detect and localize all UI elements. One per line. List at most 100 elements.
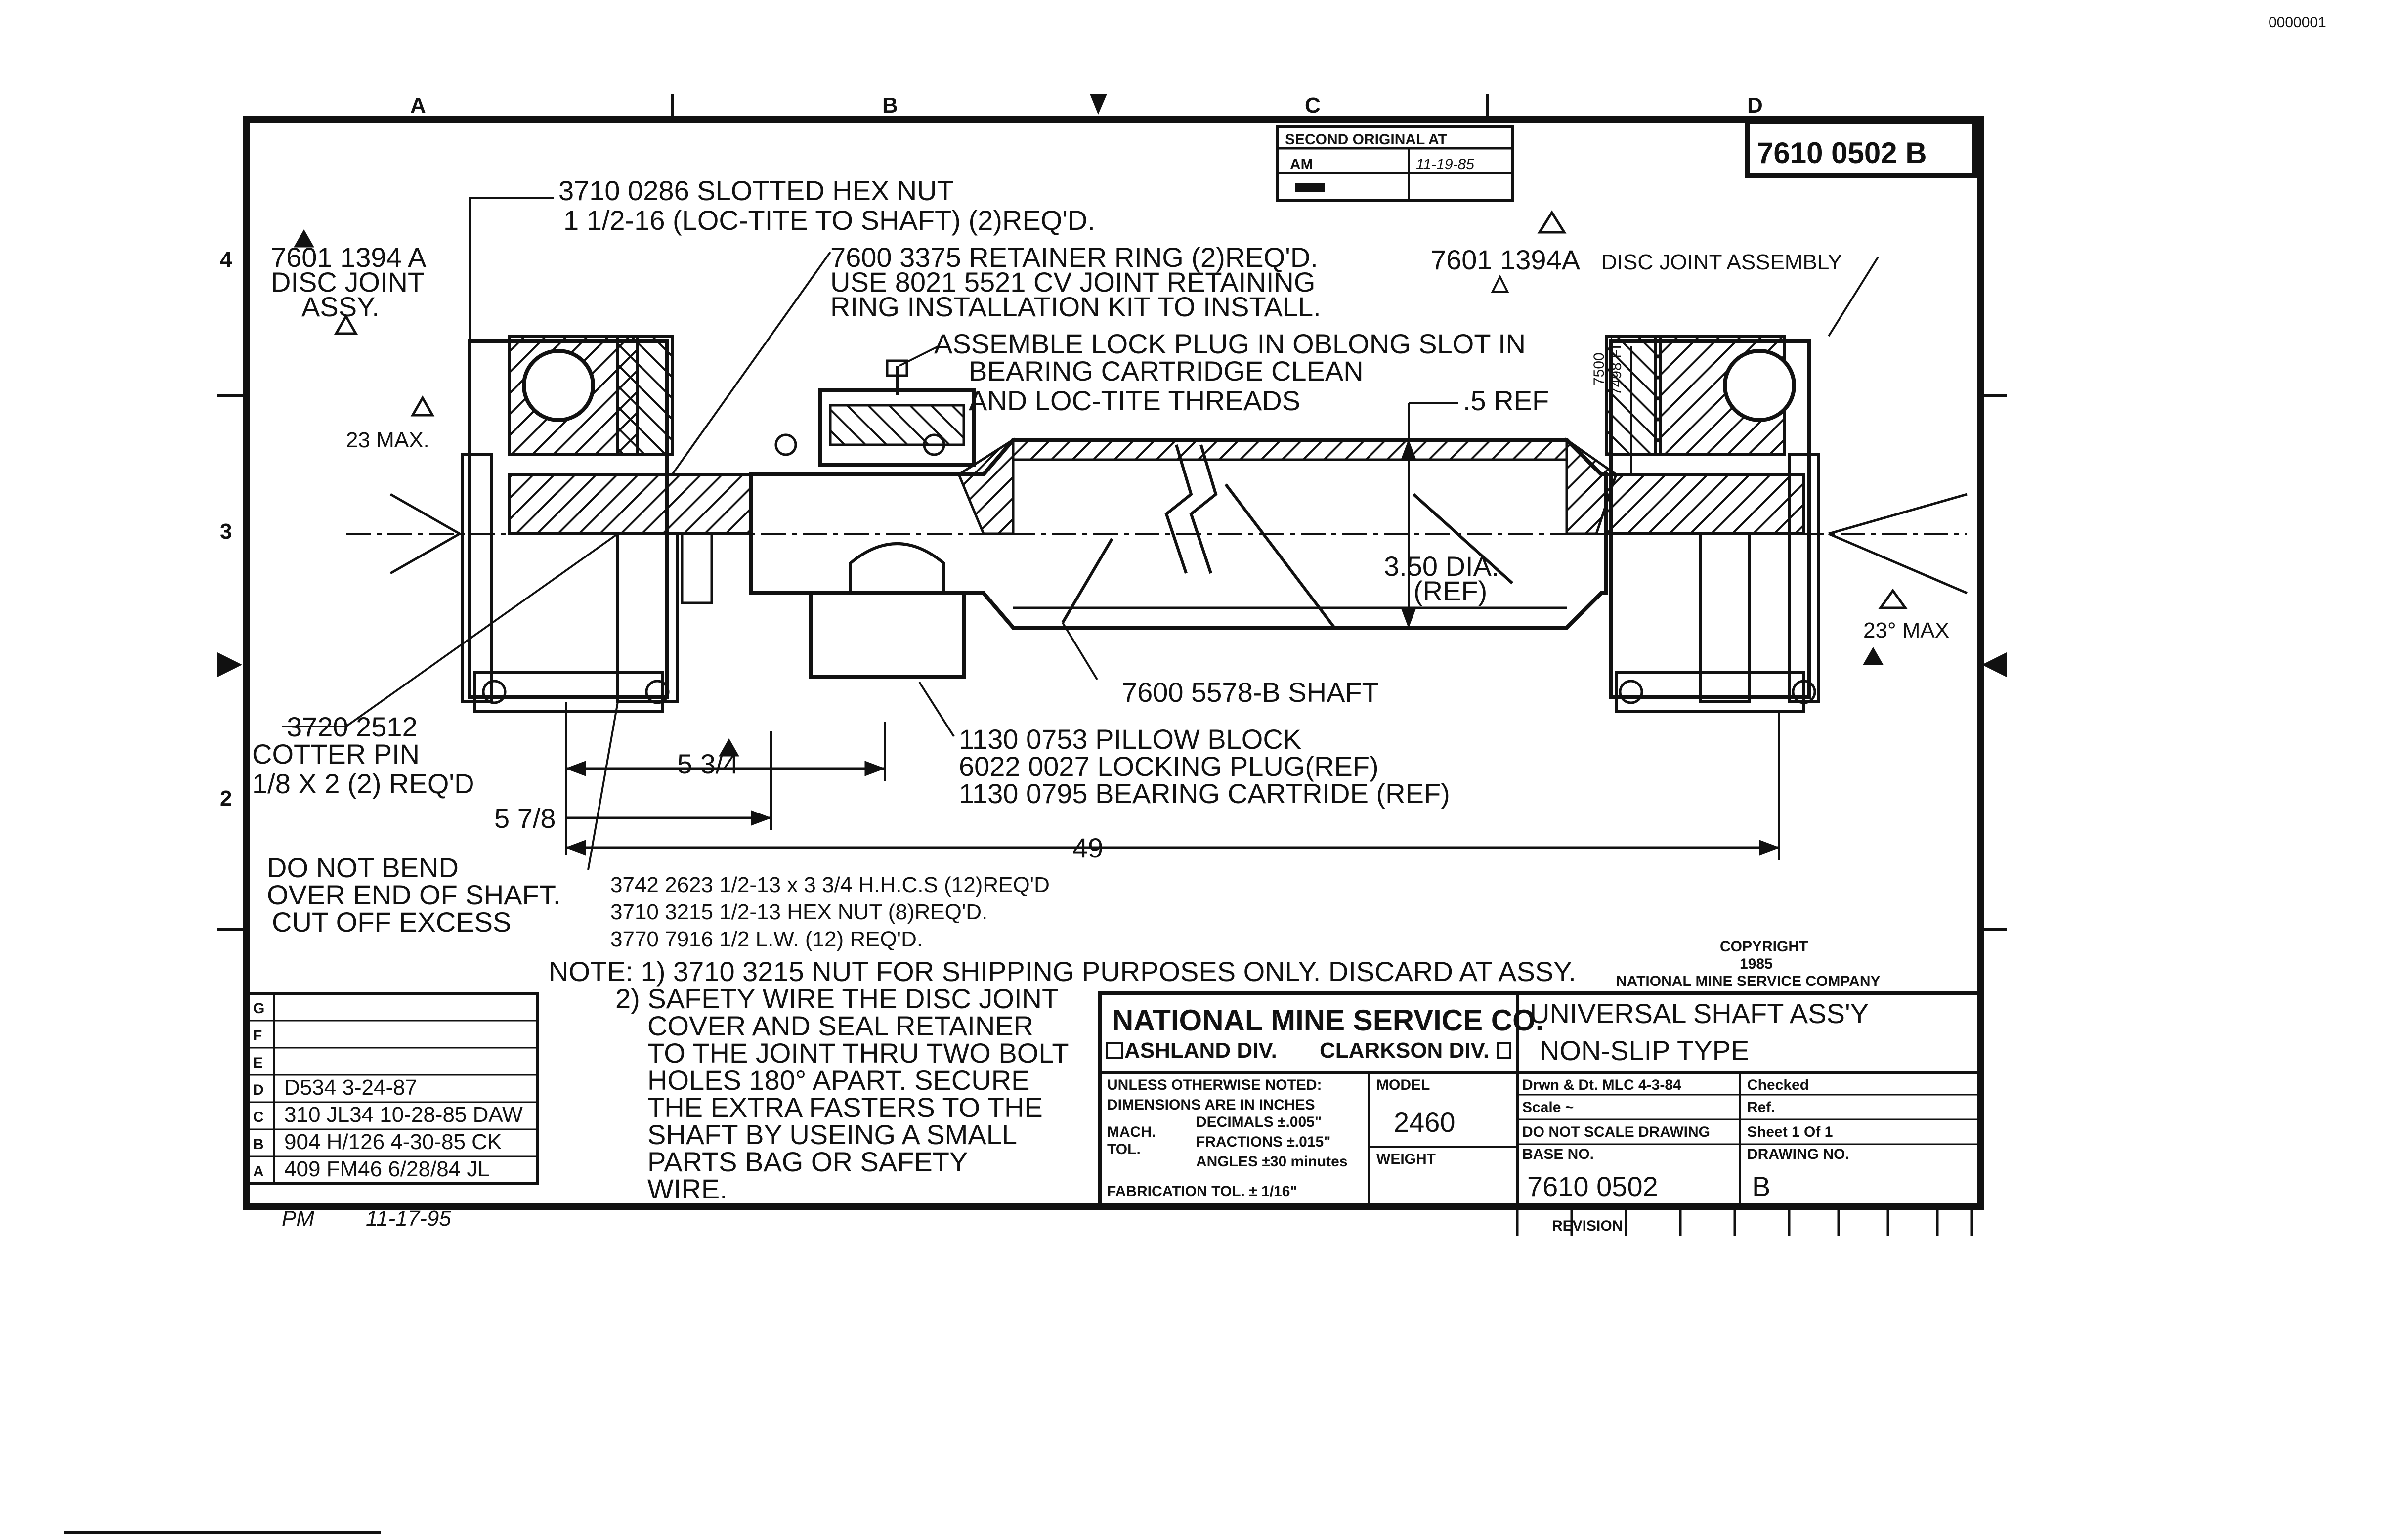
- note-2-line-8: WIRE.: [647, 1173, 728, 1204]
- callout-hardware-washer: 3770 7916 1/2 L.W. (12) REQ'D.: [610, 927, 923, 951]
- grid-col-d: D: [1747, 93, 1763, 118]
- grid-row-2: 2: [220, 786, 232, 811]
- callout-max-left: 23 MAX.: [346, 428, 429, 452]
- dimension-5-7-8: 5 7/8: [494, 803, 556, 834]
- callout-diameter: 3.50 DIA.: [1384, 551, 1499, 582]
- note-do-not-bend: DO NOT BEND: [267, 852, 459, 883]
- dimension-5-3-4: 5 3/4: [677, 748, 739, 779]
- company-name: NATIONAL MINE SERVICE CO.: [1112, 1004, 1543, 1037]
- callout-bearing-cartridge: 1130 0795 BEARING CARTRIDE (REF): [959, 778, 1450, 809]
- callout-cotter-label: COTTER PIN: [252, 738, 420, 770]
- callout-lock-plug-threads: AND LOC-TITE THREADS: [969, 385, 1300, 416]
- drawing-number-label: DRAWING NO.: [1747, 1146, 1849, 1162]
- model-number: 2460: [1394, 1107, 1456, 1138]
- grid-rows: 4 3 2: [217, 248, 2007, 931]
- revision-letter-b: B: [253, 1136, 264, 1153]
- copyright-label: COPYRIGHT: [1720, 939, 1808, 955]
- callouts: 3710 0286 SLOTTED HEX NUT 1 1/2-16 (LOC-…: [252, 175, 1949, 951]
- callout-retainer-install: RING INSTALLATION KIT TO INSTALL.: [830, 291, 1321, 322]
- note-cut-off: CUT OFF EXCESS: [272, 906, 511, 938]
- note-2-line-6: SHAFT BY USEING A SMALL: [647, 1119, 1017, 1150]
- shaft-assembly: [282, 197, 1968, 870]
- checked-by: Checked: [1747, 1077, 1809, 1093]
- reference: Ref.: [1747, 1099, 1775, 1115]
- tolerance-mach: MACH.: [1107, 1124, 1156, 1140]
- callout-lock-plug: ASSEMBLE LOCK PLUG IN OBLONG SLOT IN: [934, 328, 1526, 359]
- note-1: NOTE: 1) 3710 3215 NUT FOR SHIPPING PURP…: [549, 956, 1576, 987]
- do-not-scale: DO NOT SCALE DRAWING: [1522, 1124, 1710, 1140]
- grid-row-3: 3: [220, 519, 232, 544]
- revision-letter-a: A: [253, 1163, 264, 1180]
- grid-col-a: A: [410, 93, 426, 118]
- tolerance-angles: ANGLES ±30 minutes: [1196, 1154, 1348, 1170]
- revision-letter-g: G: [253, 1000, 264, 1017]
- tolerance-decimals: DECIMALS ±.005": [1196, 1114, 1322, 1130]
- callout-hex-nut: 3710 0286 SLOTTED HEX NUT: [558, 175, 954, 206]
- callout-retainer-ring: 7600 3375 RETAINER RING (2)REQ'D.: [830, 242, 1318, 273]
- copyright-company: NATIONAL MINE SERVICE COMPANY: [1616, 973, 1881, 989]
- model-label: MODEL: [1376, 1077, 1430, 1093]
- drawing-number: B: [1752, 1171, 1770, 1202]
- sheet-number: Sheet 1 Of 1: [1747, 1124, 1833, 1140]
- second-original-box: SECOND ORIGINAL AT AM 11-19-85: [1276, 125, 1514, 202]
- callout-hardware-nut: 3710 3215 1/2-13 HEX NUT (8)REQ'D.: [610, 900, 987, 924]
- tolerance-fractions: FRACTIONS ±.015": [1196, 1134, 1330, 1150]
- revision-initials: PM: [282, 1206, 314, 1231]
- callout-retainer-kit: USE 8021 5521 CV JOINT RETAINING: [830, 266, 1315, 298]
- callout-disc-left-number: 7601 1394 A: [271, 242, 427, 273]
- drawn-by: Drwn & Dt. MLC 4-3-84: [1522, 1077, 1681, 1093]
- callout-hardware-bolt: 3742 2623 1/2-13 x 3 3/4 H.H.C.S (12)REQ…: [610, 873, 1050, 897]
- callout-fit-lower: 7498 FIT: [1608, 336, 1625, 395]
- revision-letter-e: E: [253, 1055, 263, 1071]
- revision-label: REVISION: [1552, 1218, 1623, 1234]
- note-over-end: OVER END OF SHAFT.: [267, 879, 560, 910]
- grid-col-b: B: [882, 93, 898, 118]
- tolerance-header: UNLESS OTHERWISE NOTED:: [1107, 1077, 1322, 1093]
- base-number: 7610 0502: [1527, 1171, 1658, 1202]
- callout-disc-right-number: 7601 1394A: [1431, 244, 1581, 275]
- callout-pillow-block: 1130 0753 PILLOW BLOCK: [959, 724, 1301, 755]
- grid-col-c: C: [1305, 93, 1321, 118]
- weight-label: WEIGHT: [1376, 1151, 1436, 1167]
- callout-lock-plug-clean: BEARING CARTRIDGE CLEAN: [969, 355, 1364, 386]
- grid-columns: A B C D: [410, 93, 1763, 120]
- revision-letter-d: D: [253, 1082, 264, 1098]
- copyright-year: 1985: [1740, 956, 1773, 972]
- fabrication-tolerance: FABRICATION TOL. ± 1/16": [1107, 1183, 1297, 1199]
- callout-diameter-ref: (REF): [1413, 575, 1487, 606]
- dimension-49: 49: [1072, 832, 1103, 863]
- note-2-line-3: TO THE JOINT THRU TWO BOLT: [647, 1037, 1069, 1069]
- base-number-label: BASE NO.: [1522, 1146, 1594, 1162]
- revision-entry-b: 904 H/126 4-30-85 CK: [284, 1130, 502, 1154]
- callout-max-right: 23° MAX: [1863, 618, 1949, 642]
- revision-block: G F E D C B A D534 3-24-87 310 JL34 10-2…: [245, 992, 539, 1231]
- revision-entry-c: 310 JL34 10-28-85 DAW: [284, 1103, 523, 1127]
- revision-footer-date: 11-17-95: [366, 1206, 451, 1231]
- note-2-line-5: THE EXTRA FASTERS TO THE: [647, 1092, 1043, 1123]
- tolerance-tol: TOL.: [1107, 1141, 1141, 1157]
- callout-shaft: 7600 5578-B SHAFT: [1122, 677, 1379, 708]
- revision-entry-d: D534 3-24-87: [284, 1075, 417, 1100]
- drawing-title: UNIVERSAL SHAFT ASS'Y: [1530, 998, 1869, 1029]
- callout-hex-nut-note: 1 1/2-16 (LOC-TITE TO SHAFT) (2)REQ'D.: [563, 205, 1095, 236]
- second-original-date: 11-19-85: [1416, 156, 1474, 172]
- revision-entry-a: 409 FM46 6/28/84 JL: [284, 1157, 490, 1181]
- doc-number: 7610 0502 B: [1757, 136, 1927, 170]
- scale: Scale ~: [1522, 1099, 1574, 1115]
- notes: NOTE: 1) 3710 3215 NUT FOR SHIPPING PURP…: [549, 956, 1576, 1204]
- second-original-cell-am: AM: [1290, 156, 1313, 172]
- callout-cotter-number: 3720 2512: [287, 711, 418, 742]
- title-block: COPYRIGHT 1985 NATIONAL MINE SERVICE COM…: [1098, 939, 1983, 1236]
- note-2: 2) SAFETY WIRE THE DISC JOINT: [615, 983, 1059, 1014]
- ashland-division: ASHLAND DIV.: [1124, 1038, 1277, 1063]
- callout-ref-5: .5 REF: [1463, 385, 1549, 416]
- callout-disc-right-label: DISC JOINT ASSEMBLY: [1601, 250, 1842, 274]
- grid-row-4: 4: [220, 248, 232, 272]
- callout-fit-upper: 7500: [1591, 352, 1607, 385]
- tolerance-units: DIMENSIONS ARE IN INCHES: [1107, 1097, 1315, 1113]
- second-original-header: SECOND ORIGINAL AT: [1285, 131, 1447, 148]
- corner-stamp: 0000001: [2269, 14, 2326, 31]
- drawing-subtitle: NON-SLIP TYPE: [1540, 1035, 1749, 1066]
- note-2-line-2: COVER AND SEAL RETAINER: [647, 1010, 1033, 1041]
